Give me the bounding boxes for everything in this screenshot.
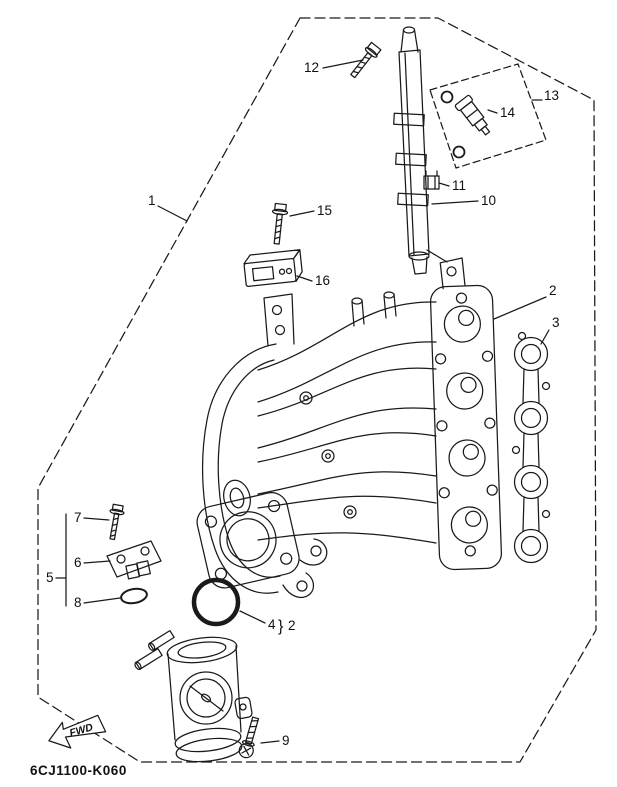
bolt-7-drawing (109, 503, 125, 541)
callout-9: 9 (282, 733, 290, 748)
injector-oring-top-drawing (440, 90, 454, 104)
leader-10 (431, 200, 479, 205)
oring-4-drawing (191, 577, 241, 627)
callout-4: 4 (268, 617, 276, 632)
fuel-injector-drawing (454, 94, 491, 136)
bolt-12-drawing (350, 41, 382, 79)
injector-oring-bottom-drawing (452, 145, 466, 159)
leader-4 (239, 610, 266, 624)
leader-16 (296, 275, 313, 282)
part-code: 6CJ1100-K060 (30, 763, 127, 778)
callout-2: 2 (549, 283, 557, 298)
callout-4-qty: 2 (288, 618, 296, 633)
leader-1 (157, 205, 188, 222)
callout-10: 10 (481, 193, 496, 208)
leader-7 (83, 517, 110, 521)
cylinder-flange-plate-drawing (429, 257, 503, 571)
callout-12: 12 (304, 60, 319, 75)
fwd-label: FWD (68, 721, 95, 739)
leader-9 (260, 740, 280, 744)
bracket-6-drawing (106, 540, 162, 580)
intake-manifold-drawing (196, 291, 437, 599)
throttle-body-drawing (134, 629, 253, 763)
flange-gasket-drawing (511, 331, 551, 564)
fwd-arrow-shape (48, 714, 107, 749)
bolt-9-drawing (238, 716, 260, 759)
callout-7: 7 (74, 510, 82, 525)
callout-8: 8 (74, 595, 82, 610)
oring-8-drawing (120, 587, 148, 605)
leader-3 (540, 329, 550, 345)
leader-6 (83, 560, 111, 564)
injector-assembly-box-dashed (429, 63, 547, 169)
leader-12 (322, 59, 364, 69)
leader-15 (289, 210, 315, 217)
callout-13: 13 (544, 88, 559, 103)
callout-4-brace: } (278, 618, 284, 635)
sensor-16-drawing (243, 249, 303, 287)
callout-5: 5 (46, 570, 54, 585)
callout-15: 15 (317, 203, 332, 218)
callout-11: 11 (452, 178, 466, 193)
leader-8 (83, 597, 121, 604)
callout-1: 1 (148, 193, 156, 208)
callout-14: 14 (500, 105, 516, 120)
callout-16: 16 (315, 273, 330, 288)
leader-2 (493, 296, 547, 320)
bolt-15-drawing (271, 202, 289, 245)
leader-14 (487, 109, 498, 114)
callout-labels: 1 2 3 4 } 2 5 6 7 8 9 10 11 12 13 14 15 … (46, 60, 560, 748)
leader-lines (55, 59, 550, 744)
leader-11 (438, 182, 450, 187)
callout-3: 3 (552, 315, 560, 330)
fuel-rail-drawing (393, 26, 448, 275)
fwd-arrow: FWD (48, 714, 107, 749)
callout-6: 6 (74, 555, 82, 570)
diagram-boundary-dashed (37, 17, 597, 763)
